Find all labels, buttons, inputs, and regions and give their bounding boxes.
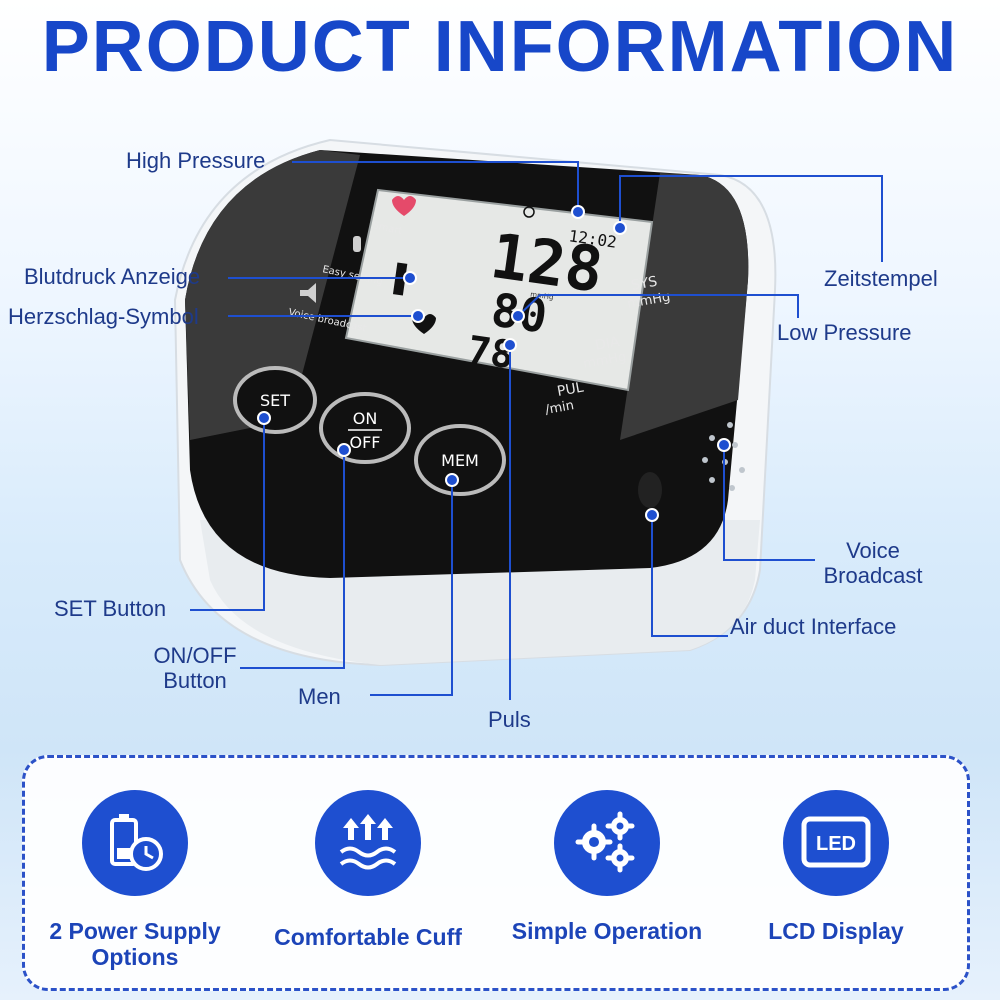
battery-clock-icon [82, 790, 188, 896]
svg-text:ON: ON [353, 409, 378, 428]
lcd-pulse: 78 [465, 327, 516, 377]
label-puls: Puls [488, 707, 531, 732]
feature-simple-operation: Simple Operation [497, 790, 717, 944]
label-zeitstempel: Zeitstempel [824, 266, 938, 291]
feature-power-supply: 2 Power Supply Options [25, 790, 245, 970]
leader-dots [257, 205, 731, 522]
label-set-button: SET Button [54, 596, 167, 621]
speaker-icon [300, 283, 316, 303]
svg-text:SET: SET [260, 391, 290, 410]
label-blutdruck-anzeige: Blutdruck Anzeige [24, 264, 201, 289]
set-button[interactable]: SET [233, 366, 317, 434]
label-onoff-button: ON/OFF Button [153, 643, 237, 693]
lcd-systolic: 128 [486, 219, 607, 307]
led-display-icon: LED [783, 790, 889, 896]
pul-label: PUL [556, 380, 585, 400]
finger-icon [353, 236, 361, 252]
svg-text:LED: LED [816, 833, 856, 855]
pul-unit: /min [544, 398, 575, 418]
leader-lines [190, 161, 883, 700]
label-high-pressure: High Pressure [126, 148, 266, 173]
svg-text:OFF: OFF [350, 433, 381, 452]
onoff-button[interactable]: ON OFF [319, 392, 411, 464]
label-air-duct-interface: Air duct Interface [730, 614, 897, 639]
feature-label: LCD Display [768, 918, 904, 944]
dia-unit: mmHg [582, 350, 627, 372]
feature-label: 2 Power Supply Options [49, 918, 221, 970]
label-men: Men [298, 684, 341, 709]
feature-comfortable-cuff: Comfortable Cuff [258, 790, 478, 950]
mem-button[interactable]: MEM [414, 424, 506, 496]
page-title: PRODUCT INFORMATION [41, 7, 959, 87]
feature-label: Simple Operation [511, 918, 703, 944]
cuff-arrows-icon [315, 790, 421, 896]
blood-pressure-monitor: 12:02 128 80 78 mmHg SYS mmHg DIA mmHg P… [173, 138, 883, 700]
gears-icon [554, 790, 660, 896]
label-voice-broadcast: Voice Broadcast [823, 538, 923, 588]
smart-heart-icon [392, 196, 416, 216]
lcd-clock-icon [523, 206, 535, 218]
label-herzschlag-symbol: Herzschlag-Symbol [8, 304, 199, 329]
svg-text:MEM: MEM [441, 451, 479, 470]
bp-indicator-bar [392, 262, 408, 296]
dia-label: DIA [594, 334, 621, 354]
sys-label: SYS [630, 274, 659, 294]
feature-lcd-display: LED LCD Display [726, 790, 946, 944]
speaker-grille [702, 422, 745, 491]
label-low-pressure: Low Pressure [777, 320, 912, 345]
feature-label: Comfortable Cuff [274, 924, 462, 950]
